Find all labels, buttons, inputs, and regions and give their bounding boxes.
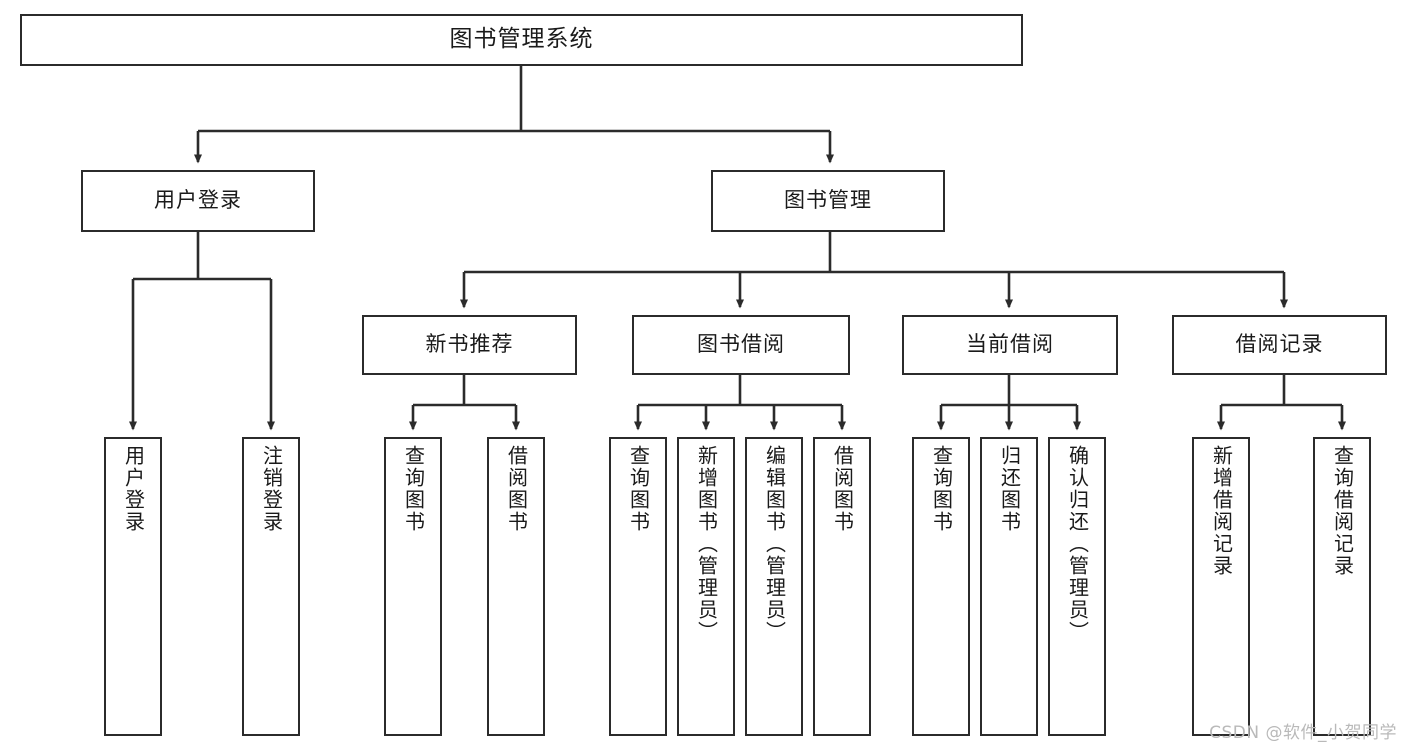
leaf-new-book-borrow-label: 借阅图书	[504, 445, 529, 533]
leaf-confirm-return-admin[interactable]: 确认归还（管理员）	[1048, 437, 1106, 736]
leaf-return-book[interactable]: 归还图书	[980, 437, 1038, 736]
leaf-user-login-label: 用户登录	[121, 445, 146, 533]
leaf-query-borrow-record-label: 查询借阅记录	[1330, 445, 1355, 577]
leaf-return-book-label: 归还图书	[997, 445, 1022, 533]
node-user-login[interactable]: 用户登录	[81, 170, 315, 232]
leaf-logout-label: 注销登录	[259, 445, 284, 533]
node-current-borrow-label: 当前借阅	[966, 332, 1054, 357]
node-borrow-record[interactable]: 借阅记录	[1172, 315, 1387, 375]
watermark-text: CSDN @软件_小贺同学	[1209, 723, 1397, 743]
node-new-book-recommend[interactable]: 新书推荐	[362, 315, 577, 375]
leaf-add-book-admin[interactable]: 新增图书（管理员）	[677, 437, 735, 736]
leaf-logout[interactable]: 注销登录	[242, 437, 300, 736]
leaf-new-book-query[interactable]: 查询图书	[384, 437, 442, 736]
leaf-current-query-book[interactable]: 查询图书	[912, 437, 970, 736]
leaf-add-borrow-record-label: 新增借阅记录	[1209, 445, 1234, 577]
leaf-add-book-admin-label: 新增图书（管理员）	[694, 445, 719, 643]
leaf-borrow-book-label: 借阅图书	[830, 445, 855, 533]
node-book-management[interactable]: 图书管理	[711, 170, 945, 232]
node-book-management-label: 图书管理	[784, 188, 872, 213]
leaf-add-borrow-record[interactable]: 新增借阅记录	[1192, 437, 1250, 736]
leaf-user-login[interactable]: 用户登录	[104, 437, 162, 736]
leaf-new-book-query-label: 查询图书	[401, 445, 426, 533]
leaf-borrow-book[interactable]: 借阅图书	[813, 437, 871, 736]
node-new-book-recommend-label: 新书推荐	[425, 332, 514, 357]
node-book-borrow[interactable]: 图书借阅	[632, 315, 850, 375]
leaf-query-borrow-record[interactable]: 查询借阅记录	[1313, 437, 1371, 736]
leaf-borrow-query-book-label: 查询图书	[626, 445, 651, 533]
leaf-edit-book-admin-label: 编辑图书（管理员）	[762, 445, 787, 643]
node-user-login-label: 用户登录	[154, 188, 242, 213]
node-root-label: 图书管理系统	[449, 26, 594, 53]
leaf-new-book-borrow[interactable]: 借阅图书	[487, 437, 545, 736]
leaf-confirm-return-admin-label: 确认归还（管理员）	[1065, 445, 1090, 643]
node-current-borrow[interactable]: 当前借阅	[902, 315, 1118, 375]
leaf-current-query-book-label: 查询图书	[929, 445, 954, 533]
node-book-borrow-label: 图书借阅	[697, 332, 785, 357]
leaf-borrow-query-book[interactable]: 查询图书	[609, 437, 667, 736]
leaf-edit-book-admin[interactable]: 编辑图书（管理员）	[745, 437, 803, 736]
node-root[interactable]: 图书管理系统	[20, 14, 1023, 66]
node-borrow-record-label: 借阅记录	[1235, 332, 1324, 357]
